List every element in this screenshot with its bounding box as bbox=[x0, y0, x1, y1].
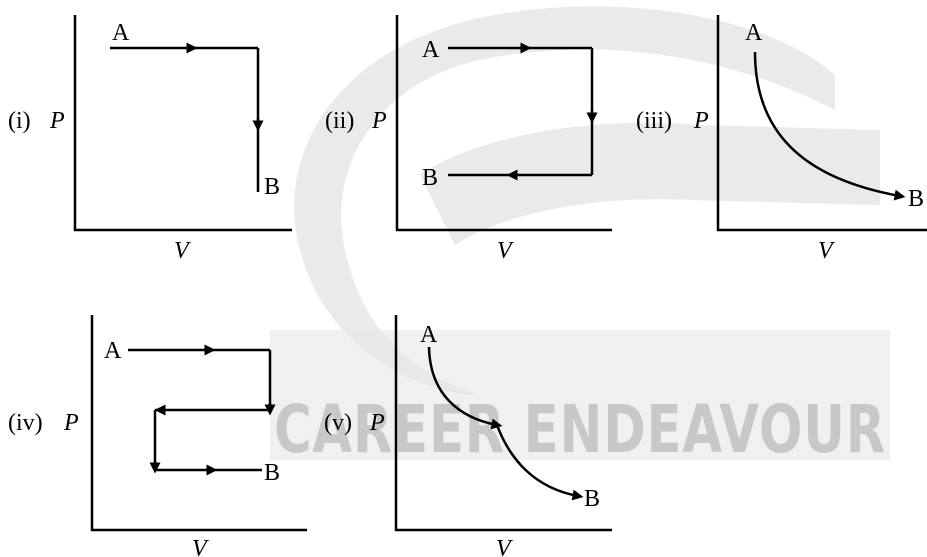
graph-i-point-a: A bbox=[112, 20, 130, 46]
graph-ii-point-a: A bbox=[422, 37, 440, 63]
graph-iv-y-axis-label: P bbox=[63, 410, 79, 436]
watermark-logo-block bbox=[270, 330, 890, 460]
graph-ii-axes bbox=[395, 15, 612, 232]
graph-iii-label: (iii) bbox=[636, 108, 672, 134]
graph-iii-point-a: A bbox=[745, 20, 763, 46]
graph-i bbox=[73, 15, 292, 232]
graph-ii-x-axis-label: V bbox=[497, 238, 514, 264]
graph-iii-point-b: B bbox=[908, 186, 924, 212]
graph-i-point-b: B bbox=[264, 174, 280, 200]
graph-v-axes bbox=[394, 315, 612, 532]
graph-ii-point-b: B bbox=[422, 165, 438, 191]
graph-v-label: (v) bbox=[324, 410, 352, 436]
graph-iv-x-axis-label: V bbox=[192, 536, 209, 557]
graph-v-point-b: B bbox=[584, 486, 600, 512]
graph-v-curve-2 bbox=[495, 424, 584, 501]
graph-i-axes bbox=[73, 15, 292, 232]
watermark-text: CAREER ENDEAVOUR bbox=[274, 391, 886, 468]
graph-iv bbox=[90, 315, 307, 532]
watermark-logo-arc bbox=[294, 6, 835, 395]
graph-v-point-a: A bbox=[420, 322, 438, 348]
graph-v-x-axis-label: V bbox=[496, 536, 513, 557]
graph-v-curve-1 bbox=[427, 346, 503, 430]
graph-i-label: (i) bbox=[8, 108, 31, 134]
graph-v-y-axis-label: P bbox=[369, 410, 385, 436]
graph-iii-axes bbox=[716, 15, 927, 232]
graph-iv-axes bbox=[90, 315, 307, 532]
graph-iii-curve bbox=[753, 51, 906, 201]
graph-iii-y-axis-label: P bbox=[693, 108, 709, 134]
graph-iv-point-a: A bbox=[104, 338, 122, 364]
graph-iii bbox=[716, 15, 927, 232]
watermark: CAREER ENDEAVOUR bbox=[270, 6, 890, 468]
graph-ii-y-axis-label: P bbox=[371, 108, 387, 134]
graph-ii bbox=[395, 15, 612, 232]
watermark-logo-band bbox=[420, 122, 880, 245]
graph-v bbox=[394, 315, 612, 532]
graph-iii-x-axis-label: V bbox=[818, 238, 835, 264]
graph-ii-label: (ii) bbox=[325, 108, 354, 134]
graph-i-y-axis-label: P bbox=[49, 108, 65, 134]
graph-iv-label: (iv) bbox=[8, 410, 43, 436]
graph-i-x-axis-label: V bbox=[174, 238, 191, 264]
graph-iv-point-b: B bbox=[264, 460, 280, 486]
